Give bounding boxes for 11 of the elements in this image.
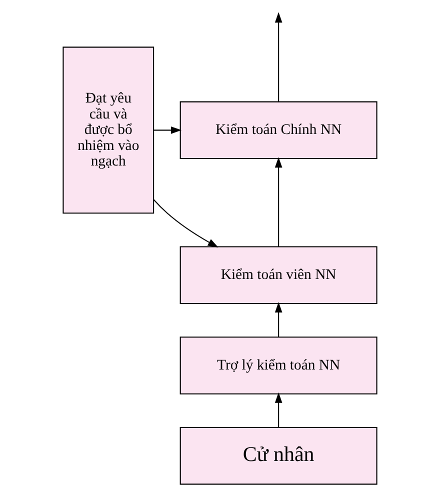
arrow bbox=[274, 302, 282, 337]
node-box: Trợ lý kiểm toán NN bbox=[179, 336, 377, 394]
arrow bbox=[274, 12, 282, 102]
arrow bbox=[153, 126, 182, 134]
node-box: Đạt yêu cầu và được bổ nhiệm vào ngạch bbox=[62, 46, 154, 214]
arrow bbox=[274, 392, 282, 428]
arrow bbox=[152, 199, 218, 248]
arrow bbox=[274, 157, 282, 247]
node-box: Kiểm toán Chính NN bbox=[179, 101, 377, 160]
node-box: Cử nhân bbox=[179, 426, 377, 485]
node-box: Kiểm toán viên NN bbox=[179, 246, 377, 304]
